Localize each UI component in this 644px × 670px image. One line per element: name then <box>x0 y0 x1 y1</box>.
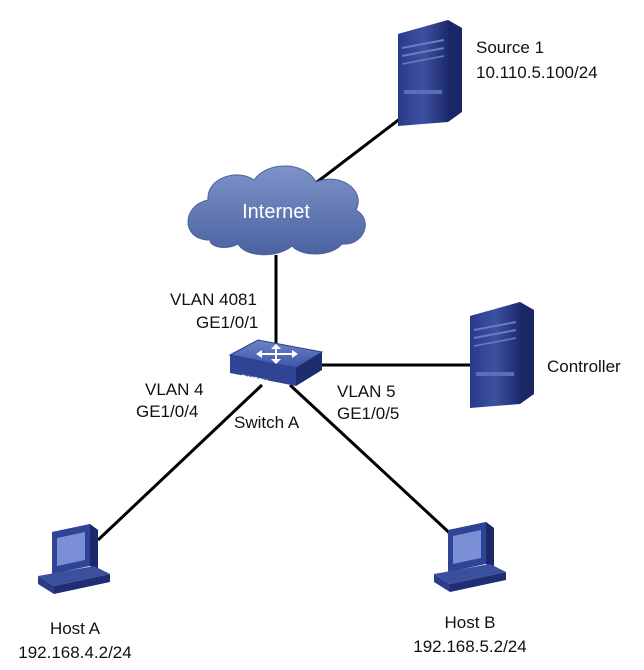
hosta-vlan-label: VLAN 4 <box>145 380 204 399</box>
source1-server-icon <box>398 20 462 126</box>
internet-cloud-icon <box>187 165 366 256</box>
switch-icon <box>228 339 324 386</box>
switch-a-label: Switch A <box>234 413 300 432</box>
host-b-ip: 192.168.5.2/24 <box>413 637 526 656</box>
link-switch-hostb <box>288 383 457 540</box>
link-switch-hosta <box>96 383 264 542</box>
links <box>96 113 470 542</box>
controller-server-icon <box>470 302 534 408</box>
hostb-vlan-label: VLAN 5 <box>337 382 396 401</box>
host-a-name: Host A <box>50 619 101 638</box>
source1-ip: 10.110.5.100/24 <box>476 63 598 82</box>
host-a-pc-icon <box>38 524 110 594</box>
uplink-port-label: GE1/0/1 <box>196 313 258 332</box>
source1-name: Source 1 <box>476 38 544 57</box>
hostb-port-label: GE1/0/5 <box>337 404 399 423</box>
host-b-name: Host B <box>444 613 495 632</box>
host-a-ip: 192.168.4.2/24 <box>18 643 131 662</box>
host-b-pc-icon <box>434 522 506 592</box>
controller-label: Controller <box>547 357 621 376</box>
hosta-port-label: GE1/0/4 <box>136 402 198 421</box>
uplink-vlan-label: VLAN 4081 <box>170 290 257 309</box>
internet-label: Internet <box>242 201 310 223</box>
